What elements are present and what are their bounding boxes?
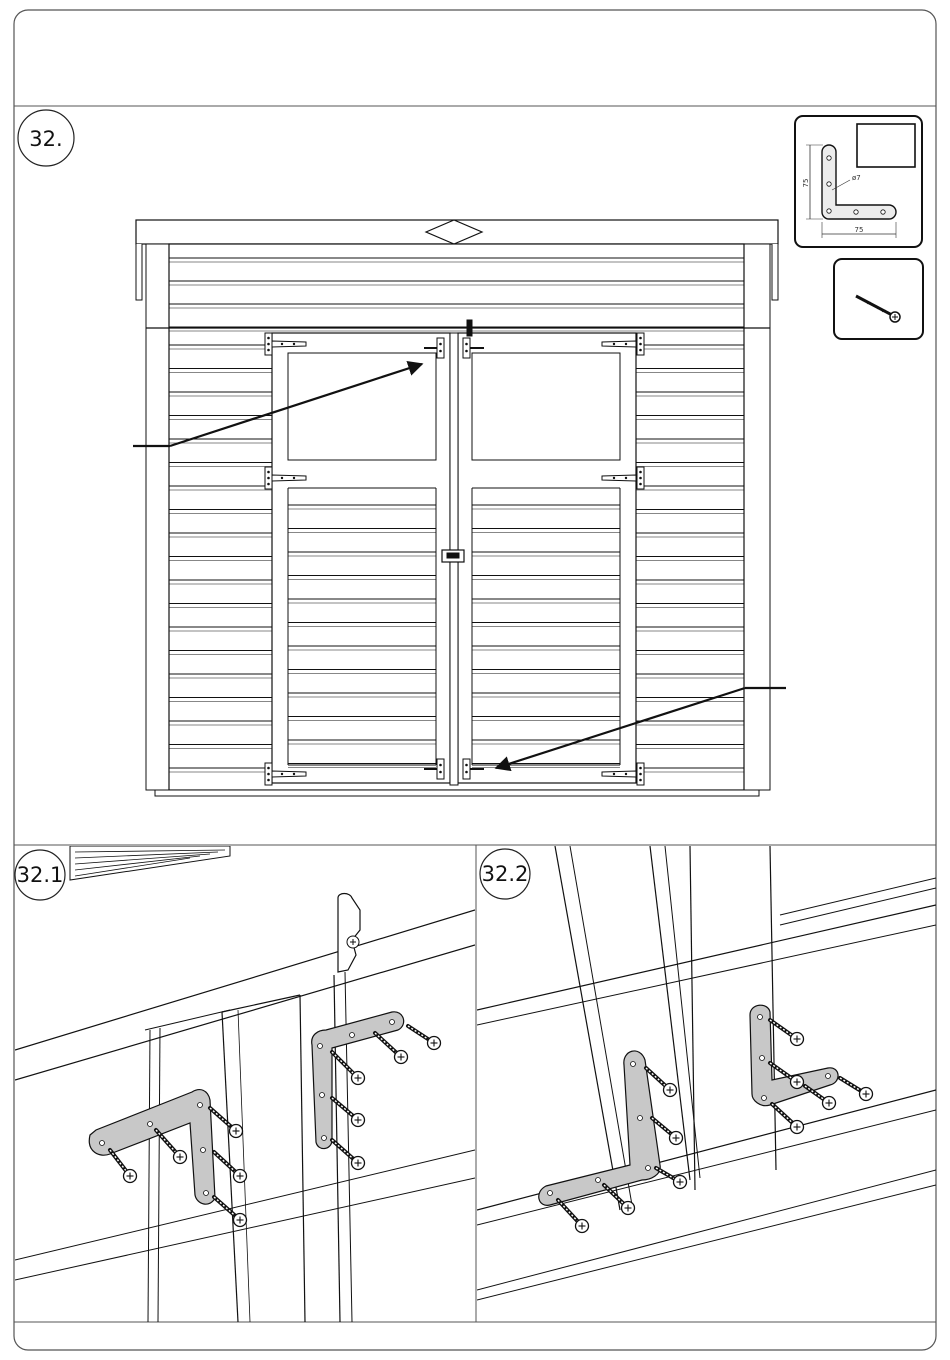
step-number-main: 32. [29, 127, 62, 151]
l-bracket-32-2-right [750, 1005, 838, 1105]
step-number-32-1: 32.1 [17, 863, 64, 887]
screw [656, 1168, 687, 1189]
l-bracket-32-1-left [89, 1090, 215, 1205]
screw [332, 1052, 365, 1085]
door-top-bolt [467, 320, 472, 336]
step-number-32-2: 32.2 [482, 862, 529, 886]
bracket-hole-label: ø7 [852, 174, 861, 182]
l-bracket-32-2-left [539, 1051, 660, 1205]
screw-part-box [834, 259, 923, 339]
screw [110, 1150, 137, 1183]
right-door [458, 333, 636, 783]
step-badge-main: 32. [18, 110, 74, 166]
shed-front-elevation [136, 220, 778, 796]
screw [558, 1200, 589, 1233]
screw [156, 1130, 187, 1164]
roof-corner-hatch [70, 846, 230, 880]
screw [408, 1026, 441, 1050]
screw [646, 1068, 677, 1097]
screw [375, 1033, 408, 1064]
bracket-part-box: 75 75 ø7 [795, 116, 922, 247]
screw [840, 1078, 873, 1101]
left-door [272, 333, 450, 783]
screw [210, 1108, 243, 1138]
bracket-width-label: 75 [855, 226, 864, 234]
step-badge-32-1: 32.1 [15, 850, 65, 900]
screw [770, 1020, 804, 1046]
bracket-height-label: 75 [802, 179, 810, 188]
screw [805, 1086, 836, 1110]
step-badge-32-2: 32.2 [480, 849, 530, 899]
bracket-quantity-box [857, 124, 915, 167]
detail-32-1: 32.1 [15, 846, 475, 1322]
detail-32-2: 32.2 [477, 846, 936, 1300]
